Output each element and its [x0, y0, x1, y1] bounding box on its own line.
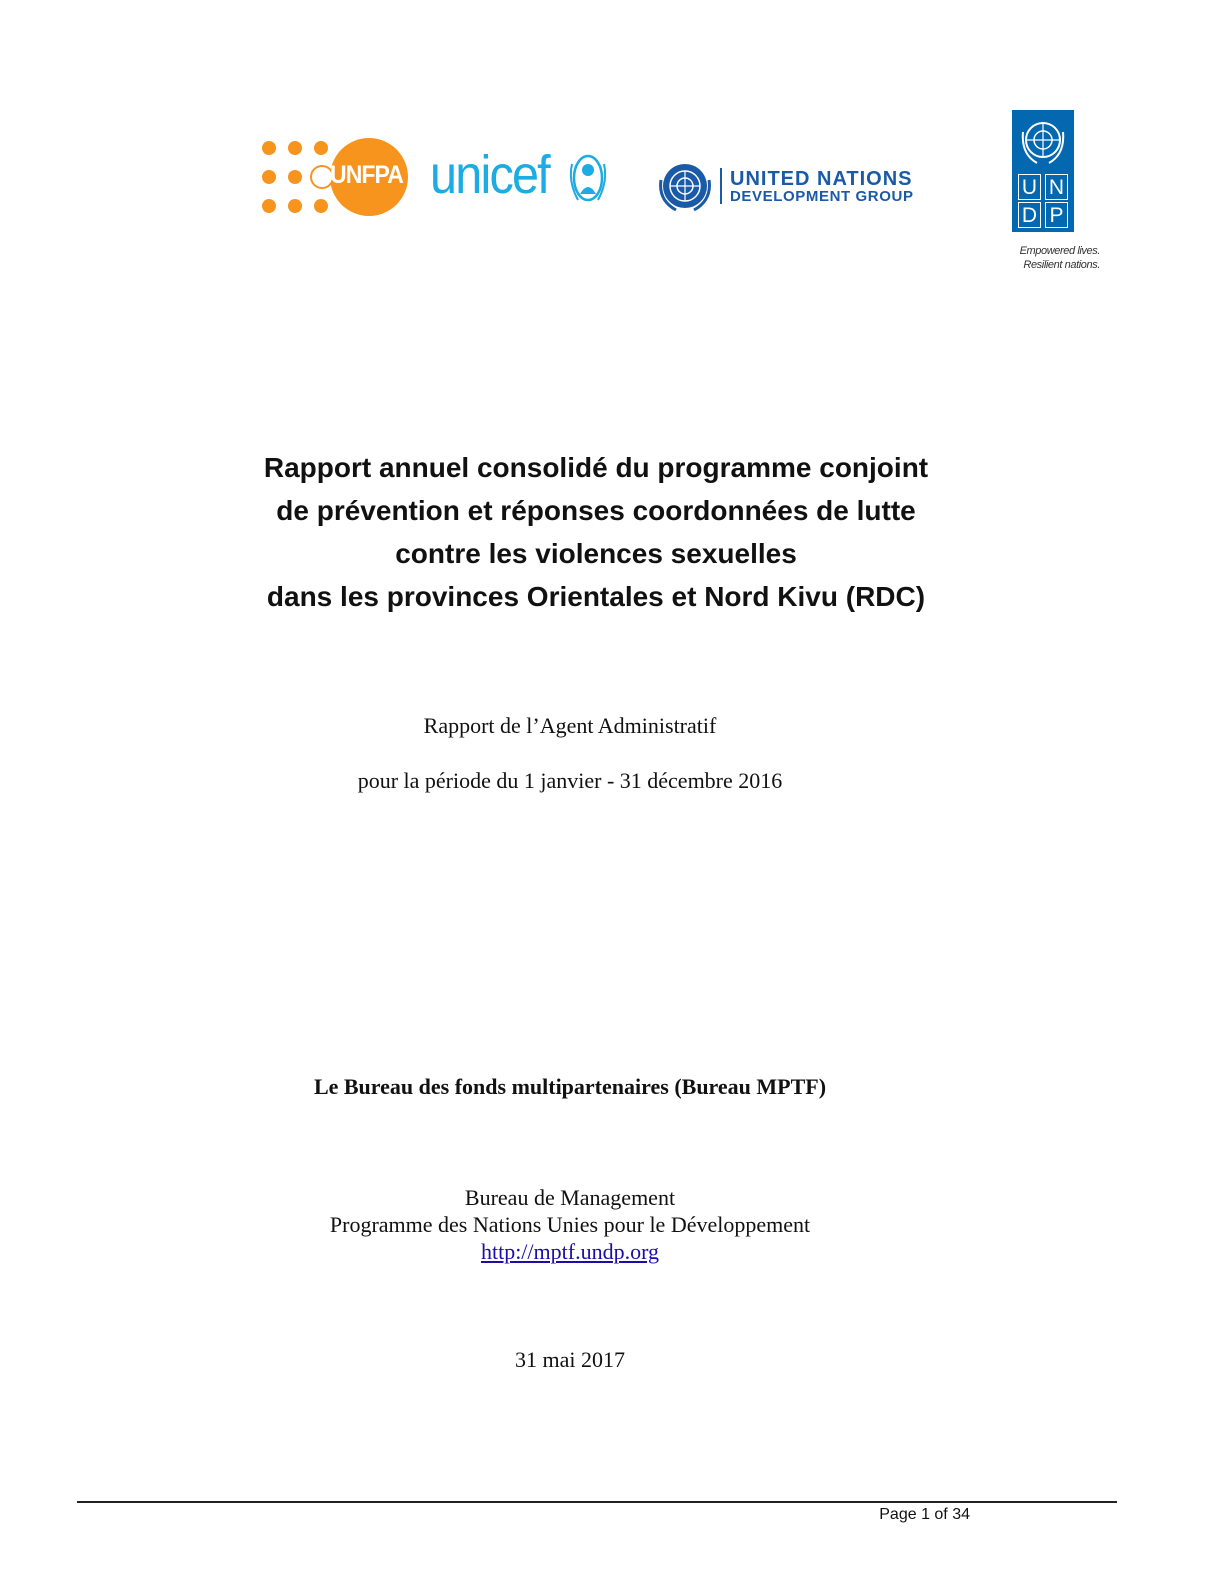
- unfpa-circle: [330, 138, 408, 216]
- undp-logo: U N D P Empowered lives. Resilient natio…: [1012, 110, 1100, 280]
- bureau-heading: Le Bureau des fonds multipartenaires (Bu…: [313, 1074, 827, 1099]
- unfpa-dot: [288, 170, 302, 184]
- report-title: Rapport annuel consolidé du programme co…: [150, 446, 1042, 618]
- undg-logo: UNITED NATIONS DEVELOPMENT GROUP: [658, 160, 928, 212]
- unfpa-dot: [262, 141, 276, 155]
- undp-letter-p: P: [1045, 202, 1068, 228]
- unfpa-dot: [314, 141, 328, 155]
- undg-line-2: DEVELOPMENT GROUP: [730, 188, 914, 205]
- undg-line-1: UNITED NATIONS: [730, 168, 913, 190]
- undg-divider: [720, 168, 722, 204]
- management-line-1: Bureau de Management: [464, 1185, 676, 1210]
- page-number: Page 1 of 34: [879, 1506, 970, 1523]
- title-line: dans les provinces Orientales et Nord Ki…: [266, 581, 926, 612]
- title-line: de prévention et réponses coordonnées de…: [276, 495, 916, 526]
- undp-tagline-2: Resilient nations.: [1023, 259, 1100, 271]
- unfpa-dot: [288, 141, 302, 155]
- undp-letter-d: D: [1018, 202, 1041, 228]
- undp-letter-u: U: [1018, 174, 1041, 200]
- undp-letter-n: N: [1045, 174, 1068, 200]
- title-line: contre les violences sexuelles: [395, 538, 797, 569]
- unfpa-logo: UNFPA: [262, 138, 412, 218]
- un-emblem-icon: [1021, 122, 1065, 164]
- report-subtitle: Rapport de l’Agent Administratif: [423, 713, 717, 738]
- unicef-wordmark: unicef: [430, 145, 551, 205]
- unfpa-wordmark: UNFPA: [330, 161, 404, 189]
- management-line-2: Programme des Nations Unies pour le Déve…: [329, 1212, 811, 1237]
- report-date: 31 mai 2017: [515, 1347, 625, 1372]
- mptf-link[interactable]: http://mptf.undp.org: [480, 1239, 660, 1264]
- unfpa-dot: [288, 199, 302, 213]
- report-period: pour la période du 1 janvier - 31 décemb…: [357, 768, 783, 793]
- footer-divider: [77, 1501, 1117, 1503]
- un-emblem-icon: [310, 165, 334, 189]
- unicef-logo: unicef: [430, 145, 610, 216]
- undp-tagline-1: Empowered lives.: [1019, 245, 1101, 257]
- title-line: Rapport annuel consolidé du programme co…: [263, 452, 929, 483]
- unfpa-dot: [262, 170, 276, 184]
- unicef-emblem-icon: [569, 154, 607, 202]
- unfpa-dot: [314, 199, 328, 213]
- un-emblem-icon: [659, 164, 711, 212]
- management-block: Bureau de Management Programme des Natio…: [220, 1184, 920, 1265]
- undp-box: U N D P: [1012, 110, 1074, 232]
- unfpa-dot: [262, 199, 276, 213]
